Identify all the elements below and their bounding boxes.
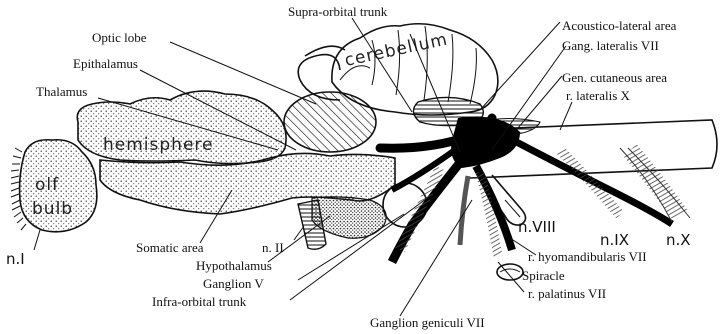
hemisphere-label: hemisphere [103, 135, 213, 155]
label-ganglion-geniculi-vii: Ganglion geniculi VII [370, 315, 485, 330]
label-spiracle: Spiracle [522, 268, 565, 283]
label-r-hyomandibularis-vii: r. hyomandibularis VII [528, 249, 647, 264]
label-n-x: n.X [666, 231, 691, 249]
gray-ix [560, 150, 620, 215]
spiracle-inner [500, 269, 520, 272]
label-gen-cutaneous-area: Gen. cutaneous area [562, 70, 667, 85]
label-supra-orbital-trunk: Supra-orbital trunk [288, 4, 388, 19]
optic-lobe-region [284, 92, 376, 152]
label-infra-orbital-trunk: Infra-orbital trunk [152, 294, 247, 309]
label-thalamus: Thalamus [36, 84, 87, 99]
label-n-i: n.I [6, 250, 25, 268]
label-somatic-area: Somatic area [136, 240, 204, 255]
label-gang-lateralis-vii: Gang. lateralis VII [562, 38, 659, 53]
label-n-ix: n.IX [600, 231, 629, 249]
olf-label: olf [35, 175, 59, 195]
gray-trunk-2 [460, 176, 468, 245]
label-optic-lobe: Optic lobe [92, 30, 147, 45]
label-n-ii: n. II [262, 240, 284, 255]
label-hypothalamus: Hypothalamus [196, 258, 272, 273]
cerebellum-label: cerebellum [343, 30, 450, 71]
label-n-viii: n.VIII [518, 218, 556, 236]
bulb-label: bulb [32, 199, 73, 219]
label-epithalamus: Epithalamus [73, 56, 138, 71]
label-r-palatinus-vii: r. palatinus VII [528, 286, 606, 301]
label-ganglion-v: Ganglion V [203, 276, 264, 291]
label-acoustico-lateral-area: Acoustico-lateral area [562, 18, 677, 33]
label-r-lateralis-x: r. lateralis X [566, 88, 631, 103]
